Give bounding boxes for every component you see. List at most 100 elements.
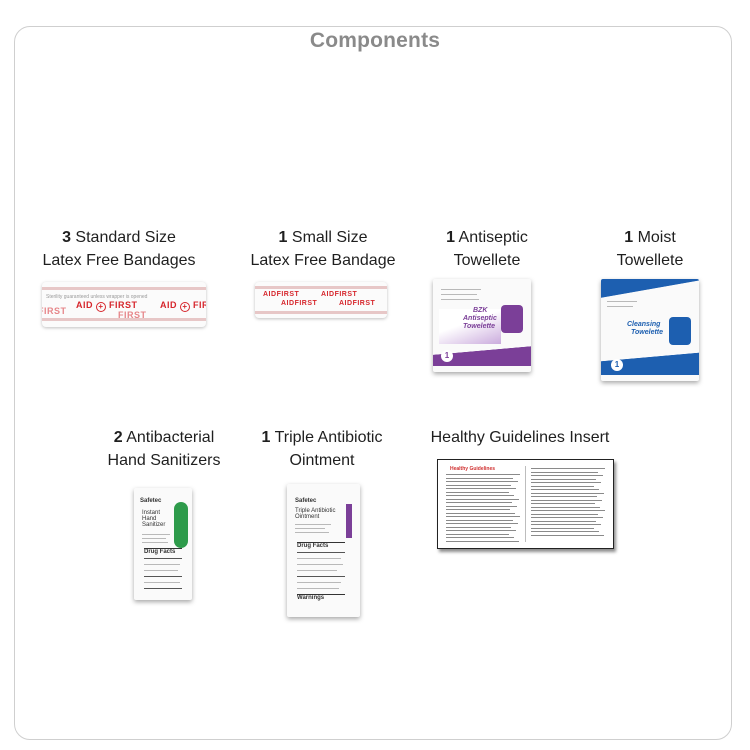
- insert-text-line: [531, 475, 603, 477]
- insert-text-line: [446, 484, 511, 486]
- insert-text-line: [446, 526, 511, 528]
- red-cross-icon: +: [180, 302, 191, 312]
- insert-text-line: [531, 471, 598, 473]
- insert-text-line: [531, 510, 605, 512]
- ointment-warnings: Warnings: [297, 594, 345, 601]
- insert-text-line: [446, 488, 516, 490]
- insert-text-line: [531, 499, 602, 501]
- sanitizer-green-swoosh: [174, 502, 188, 548]
- small-bandage-image: AIDFIRST AIDFIRST AIDFIRST AIDFIRST: [255, 282, 387, 318]
- page-title: Components: [309, 29, 441, 52]
- sanitizer-drug-facts: Drug Facts: [144, 548, 182, 555]
- insert-text-line: [531, 468, 605, 470]
- quantity: 2: [113, 429, 123, 446]
- label-line1: Triple Antibiotic: [274, 429, 383, 446]
- components-panel: [14, 26, 732, 740]
- bandage-brand: FIRST: [118, 310, 147, 320]
- insert-text-line: [531, 520, 596, 522]
- antiseptic-text: Towelette: [463, 323, 496, 330]
- sanitizer-text: Sanitizer: [142, 522, 166, 528]
- insert-text-line: [446, 495, 514, 497]
- bandage-brand: FIRST: [42, 306, 67, 316]
- insert-text-line: [531, 524, 601, 526]
- insert-text-line: [531, 482, 601, 484]
- moist-text: Cleansing: [627, 321, 661, 328]
- quantity: 1: [446, 229, 455, 246]
- label-line1: Standard Size: [75, 229, 176, 246]
- hand-sanitizer-image: Safetec Instant Hand Sanitizer Drug Fact…: [134, 488, 192, 600]
- label-line2: Towellete: [453, 252, 521, 269]
- insert-text-line: [531, 485, 594, 487]
- insert-text-line: [531, 527, 594, 529]
- insert-text-line: [446, 540, 519, 542]
- bandage-brand: AIDFIRST: [281, 300, 318, 307]
- insert-text-line: [446, 505, 517, 507]
- bandage-brand: AIDFIRST: [263, 291, 300, 298]
- component-label-sanitizer: 2 Antibacterial Hand Sanitizers: [84, 426, 244, 472]
- insert-text-line: [446, 519, 513, 521]
- label-line1: Healthy Guidelines Insert: [430, 429, 610, 446]
- ointment-drug-facts: Drug Facts: [297, 542, 345, 549]
- label-line2: Ointment: [289, 452, 355, 469]
- ointment-image: Safetec Triple Antibiotic Ointment Drug …: [287, 484, 360, 617]
- component-label-moist: 1 Moist Towellete: [580, 226, 720, 272]
- moist-towelette-image: Cleansing Towelette 1: [601, 279, 699, 381]
- insert-text-line: [531, 534, 604, 536]
- label-line1: Antibacterial: [126, 429, 215, 446]
- insert-text-line: [446, 530, 516, 532]
- red-cross-icon: +: [96, 302, 107, 312]
- antiseptic-towelette-image: BZK Antiseptic Towelette 1: [433, 279, 531, 372]
- insert-text-line: [446, 516, 520, 518]
- bandage-stripe: [255, 286, 387, 289]
- label-line2: Latex Free Bandages: [42, 252, 196, 269]
- insert-text-line: [446, 523, 518, 525]
- moist-text: Towelette: [631, 329, 664, 336]
- insert-text-line: [446, 533, 509, 535]
- sanitizer-text: Hand: [142, 516, 157, 522]
- insert-heading: Healthy Guidelines: [450, 466, 496, 472]
- dynarex-logo-icon: [669, 317, 691, 345]
- bandage-brand: AID + FIRST: [160, 300, 206, 312]
- ointment-purple-bar: [346, 504, 352, 538]
- moist-blue-top: [601, 279, 699, 303]
- component-label-small-bandage: 1 Small Size Latex Free Bandage: [238, 226, 408, 272]
- insert-text-line: [446, 537, 514, 539]
- label-line1: Small Size: [291, 229, 368, 246]
- bandage-brand: AID + FIRST: [76, 300, 138, 312]
- quantity: 1: [624, 229, 634, 246]
- insert-text-line: [446, 512, 515, 514]
- bandage-stripe: [42, 287, 206, 290]
- insert-text-line: [446, 502, 512, 504]
- label-line1: Moist: [637, 229, 676, 246]
- bandage-brand: AIDFIRST: [321, 291, 358, 298]
- quantity: 1: [278, 229, 288, 246]
- antiseptic-text: Antiseptic: [463, 315, 497, 322]
- bandage-stripe: [255, 311, 387, 314]
- insert-text-line: [531, 531, 599, 533]
- sanitizer-brand: Safetec: [140, 498, 162, 504]
- insert-text-line: [531, 506, 600, 508]
- bandage-brand: AIDFIRST: [339, 300, 376, 307]
- insert-text-line: [531, 517, 603, 519]
- moist-count: 1: [611, 359, 623, 371]
- component-label-standard-bandages: 3 Standard Size Latex Free Bandages: [34, 226, 204, 272]
- dynarex-logo-icon: [501, 305, 523, 333]
- antiseptic-purple-band: [439, 309, 501, 345]
- component-label-insert: Healthy Guidelines Insert: [415, 426, 625, 449]
- bandage-stripe: [42, 318, 206, 321]
- antiseptic-count: 1: [441, 350, 453, 362]
- insert-text-line: [531, 496, 597, 498]
- insert-text-line: [446, 498, 519, 500]
- label-line2: Latex Free Bandage: [250, 252, 396, 269]
- insert-text-line: [446, 477, 513, 479]
- healthy-guidelines-insert-image: Healthy Guidelines: [437, 459, 614, 549]
- label-line2: Towellete: [616, 252, 684, 269]
- insert-text-line: [446, 481, 518, 483]
- quantity: 1: [261, 429, 271, 446]
- bandage-fine-print: Sterility guaranteed unless wrapper is o…: [46, 294, 148, 300]
- insert-text-line: [446, 474, 520, 476]
- label-line1: Antiseptic: [458, 229, 528, 246]
- quantity: 3: [62, 229, 71, 246]
- antiseptic-text: BZK: [473, 307, 488, 314]
- component-label-ointment: 1 Triple Antibiotic Ointment: [237, 426, 407, 472]
